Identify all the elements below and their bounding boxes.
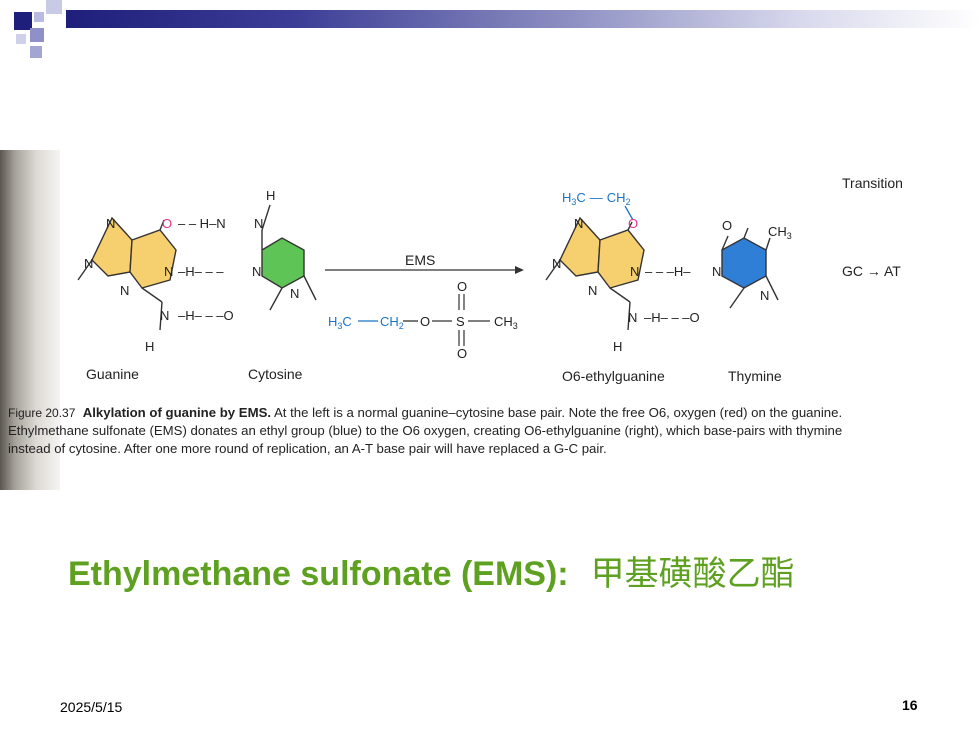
alkylation-diagram: N N N N O N H – – H–N –H– – – –H– – –O H… [77, 175, 903, 384]
reagent-ch3: CH3 [494, 314, 518, 331]
o6eg-n9: N [552, 256, 561, 271]
caption-line-3: instead of cytosine. After one more roun… [8, 441, 607, 456]
book-spine-shadow [0, 150, 60, 490]
reagent-h3c: H3C [328, 314, 352, 331]
o6eg-o6: O [628, 216, 638, 231]
slide-title: Ethylmethane sulfonate (EMS): 甲基磺酸乙酯 [68, 546, 795, 595]
transition-change: GC → AT [842, 263, 901, 279]
slide-title-chinese: 甲基磺酸乙酯 [590, 554, 795, 594]
ethyl-group: H3C—CH2 [562, 190, 631, 207]
thymine-molecule [721, 227, 779, 309]
reaction-arrowhead [515, 266, 524, 274]
textbook-figure: N N N N O N H – – H–N –H– – – –H– – –O H… [0, 150, 980, 490]
decor-square-dark [14, 12, 32, 30]
guanine-n7: N [106, 216, 115, 231]
arrow-label: EMS [405, 252, 435, 268]
cytosine-n3: N [252, 264, 261, 279]
decor-square-light [16, 34, 26, 44]
cytosine-n4: N [254, 216, 263, 231]
o6eg-six-ring [597, 229, 645, 289]
hbond-o6-n4: – – H–N [178, 216, 226, 231]
reagent-s: S [456, 314, 465, 329]
guanine-nh2-n: N [160, 308, 169, 323]
thymine-o4: O [722, 218, 732, 233]
decor-square-light [34, 12, 44, 22]
reagent-o-top: O [457, 279, 467, 294]
o6eg-nh2-n: N [628, 310, 637, 325]
guanine-molecule [77, 216, 177, 331]
reagent-ch2: CH2 [380, 314, 404, 331]
figure-caption: Figure 20.37 Alkylation of guanine by EM… [8, 404, 978, 458]
o6-ethylguanine-molecule [545, 216, 645, 331]
guanine-nh2-h: H [145, 339, 154, 354]
slide-title-english: Ethylmethane sulfonate (EMS): [68, 555, 569, 593]
guanine-label: Guanine [86, 366, 139, 382]
figure-number: Figure 20.37 [8, 406, 76, 420]
reagent-o-bottom: O [457, 346, 467, 361]
caption-line-1: Figure 20.37 Alkylation of guanine by EM… [8, 404, 978, 422]
hbond-nh2-o2: –H– – –O [178, 308, 234, 323]
reagent-o: O [420, 314, 430, 329]
cytosine-label: Cytosine [248, 366, 303, 382]
hbond-right-2: –H– – –O [644, 310, 700, 325]
thymine-ring [721, 237, 767, 289]
o6-ethylguanine-label: O6-ethylguanine [562, 368, 665, 384]
cytosine-h: H [266, 188, 275, 203]
thymine-label: Thymine [728, 368, 782, 384]
cytosine-ring [261, 237, 305, 289]
caption-line-2: Ethylmethane sulfonate (EMS) donates an … [8, 423, 843, 438]
cytosine-n1: N [290, 286, 299, 301]
cytosine-molecule [261, 204, 317, 311]
hbond-right-1: – – –H– [645, 264, 691, 279]
thymine-n1: N [760, 288, 769, 303]
guanine-six-ring [129, 229, 177, 289]
guanine-o6: O [162, 216, 172, 231]
guanine-n1: N [164, 264, 173, 279]
top-decoration [0, 0, 980, 60]
slide-page-number: 16 [902, 697, 918, 713]
guanine-n9: N [84, 256, 93, 271]
decor-square-mid [30, 46, 42, 58]
o6eg-nh2-h: H [613, 339, 622, 354]
o6eg-n1: N [630, 264, 639, 279]
decor-square-light [46, 0, 62, 14]
caption-bold-title: Alkylation of guanine by EMS. [82, 405, 272, 420]
transition-label: Transition [842, 175, 903, 191]
decor-square-mid [30, 28, 44, 42]
title-gradient-bar [66, 10, 980, 28]
slide-date: 2025/5/15 [60, 699, 123, 715]
o6eg-n7: N [574, 216, 583, 231]
hbond-n1-n3: –H– – – [178, 264, 224, 279]
guanine-n3: N [120, 283, 129, 298]
thymine-ch3: CH3 [768, 224, 792, 241]
thymine-n3: N [712, 264, 721, 279]
caption-line-1-rest: At the left is a normal guanine–cytosine… [271, 405, 843, 420]
o6eg-n3: N [588, 283, 597, 298]
